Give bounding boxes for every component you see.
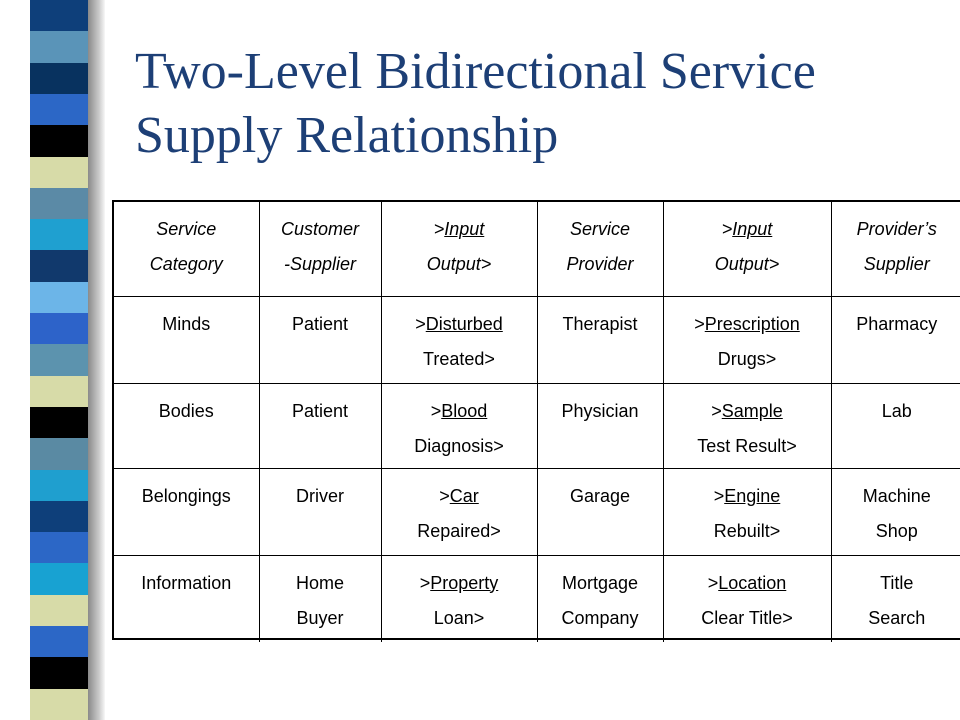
stripe-block xyxy=(30,406,88,439)
cell-category: Bodies xyxy=(114,382,260,469)
slide-title: Two-Level Bidirectional Service Supply R… xyxy=(135,40,935,168)
cell-input-output-2: >Sample Test Result> xyxy=(662,382,832,469)
cell-input-output-1: >Property Loan> xyxy=(380,554,538,642)
relationship-table: Service Category Customer -Supplier >Inp… xyxy=(112,200,960,642)
slide-title-line-2: Supply Relationship xyxy=(135,107,559,164)
stripe-block xyxy=(30,688,88,720)
cell-supplier: Title Search xyxy=(830,554,960,642)
stripe-shadow xyxy=(88,0,105,720)
decorative-stripe-bar xyxy=(0,0,105,720)
stripe-block xyxy=(30,532,88,564)
table-row-minds: Minds Patient >Disturbed Treated> Therap… xyxy=(114,295,960,384)
table-row-belongings: Belongings Driver >Car Repaired> Garage … xyxy=(114,467,960,556)
stripe-block xyxy=(30,469,88,502)
cell-input-output-2: >Location Clear Title> xyxy=(662,554,832,642)
cell-provider: Physician xyxy=(536,382,664,469)
cell-input-output-1: >Disturbed Treated> xyxy=(380,295,538,384)
header-service-category: Service Category xyxy=(114,202,260,297)
header-customer-supplier: Customer -Supplier xyxy=(258,202,382,297)
stripe-block xyxy=(30,594,88,627)
cell-provider: Mortgage Company xyxy=(536,554,664,642)
cell-input-output-1: >Car Repaired> xyxy=(380,467,538,556)
stripe-block xyxy=(30,0,88,32)
stripe-block xyxy=(30,500,88,533)
cell-category: Belongings xyxy=(114,467,260,556)
stripe-block xyxy=(30,62,88,95)
cell-category: Information xyxy=(114,554,260,642)
cell-provider: Therapist xyxy=(536,295,664,384)
header-service-provider: Service Provider xyxy=(536,202,664,297)
header-input-output-1: >Input Output> xyxy=(380,202,538,297)
stripe-block xyxy=(30,187,88,220)
stripe-block xyxy=(30,375,88,408)
slide-title-line-1: Two-Level Bidirectional Service xyxy=(135,43,816,100)
cell-supplier: Machine Shop xyxy=(830,467,960,556)
stripe-block xyxy=(30,250,88,283)
cell-category: Minds xyxy=(114,295,260,384)
cell-supplier: Pharmacy xyxy=(830,295,960,384)
stripe-block xyxy=(30,31,88,64)
cell-customer: Patient xyxy=(258,295,382,384)
stripe-block xyxy=(30,438,88,471)
cell-customer: Driver xyxy=(258,467,382,556)
table-header-row: Service Category Customer -Supplier >Inp… xyxy=(114,202,960,297)
stripe-block xyxy=(30,156,88,189)
cell-input-output-2: >Engine Rebuilt> xyxy=(662,467,832,556)
stripe-block xyxy=(30,657,88,690)
stripe-block xyxy=(30,219,88,251)
table-row-bodies: Bodies Patient >Blood Diagnosis> Physici… xyxy=(114,382,960,469)
stripe-block xyxy=(30,626,88,658)
cell-input-output-1: >Blood Diagnosis> xyxy=(380,382,538,469)
stripe-block xyxy=(30,344,88,377)
stripe-block xyxy=(30,281,88,314)
header-input-output-2: >Input Output> xyxy=(662,202,832,297)
header-providers-supplier: Provider’s Supplier xyxy=(830,202,960,297)
stripe-block xyxy=(30,93,88,126)
table-row-information: Information Home Buyer >Property Loan> M… xyxy=(114,554,960,642)
cell-customer: Home Buyer xyxy=(258,554,382,642)
cell-customer: Patient xyxy=(258,382,382,469)
stripe-block xyxy=(30,125,88,157)
stripe-block xyxy=(30,563,88,596)
cell-input-output-2: >Prescription Drugs> xyxy=(662,295,832,384)
cell-supplier: Lab xyxy=(830,382,960,469)
stripe-block xyxy=(30,313,88,345)
cell-provider: Garage xyxy=(536,467,664,556)
